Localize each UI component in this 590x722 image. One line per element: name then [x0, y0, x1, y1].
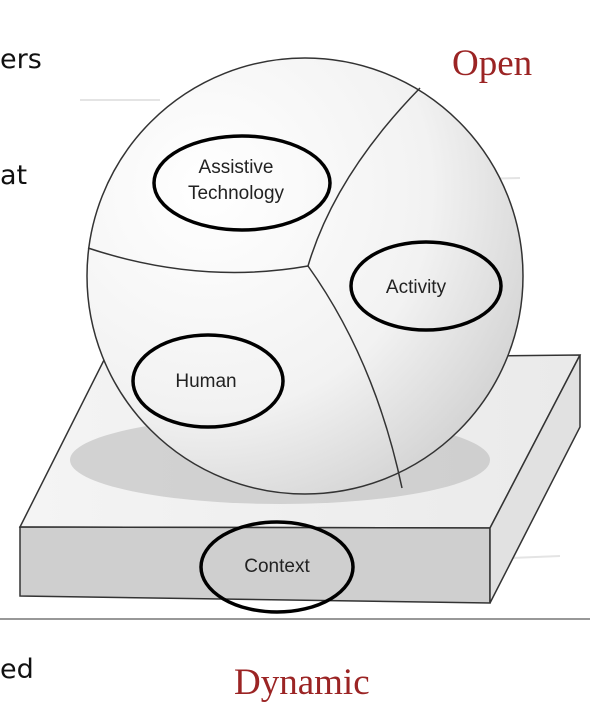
- left-text-fragment-1: ers: [0, 44, 42, 75]
- segment-divider-lower: [307, 265, 403, 489]
- assistive-label-line2: Technology: [188, 183, 285, 204]
- assistive-technology-node: Assistive Technology: [152, 134, 332, 232]
- activity-label: Activity: [386, 277, 447, 298]
- context-label: Context: [244, 556, 310, 577]
- human-circle: [131, 333, 285, 429]
- human-label: Human: [175, 371, 236, 392]
- assistive-label-line1: Assistive: [199, 157, 274, 178]
- activity-node: Activity: [349, 240, 503, 332]
- dynamic-label: Dynamic: [234, 662, 370, 703]
- context-node: Context: [199, 520, 355, 614]
- activity-circle: [349, 240, 503, 332]
- segment-divider-horizontal: [87, 247, 309, 274]
- assistive-technology-circle: [152, 134, 332, 232]
- sphere: [86, 57, 524, 495]
- context-circle: [199, 520, 355, 614]
- left-text-fragment-3: ed: [0, 654, 34, 685]
- human-node: Human: [131, 333, 285, 429]
- open-label: Open: [452, 43, 533, 84]
- segment-divider-upper: [307, 87, 421, 267]
- left-text-fragment-2: at: [0, 160, 28, 191]
